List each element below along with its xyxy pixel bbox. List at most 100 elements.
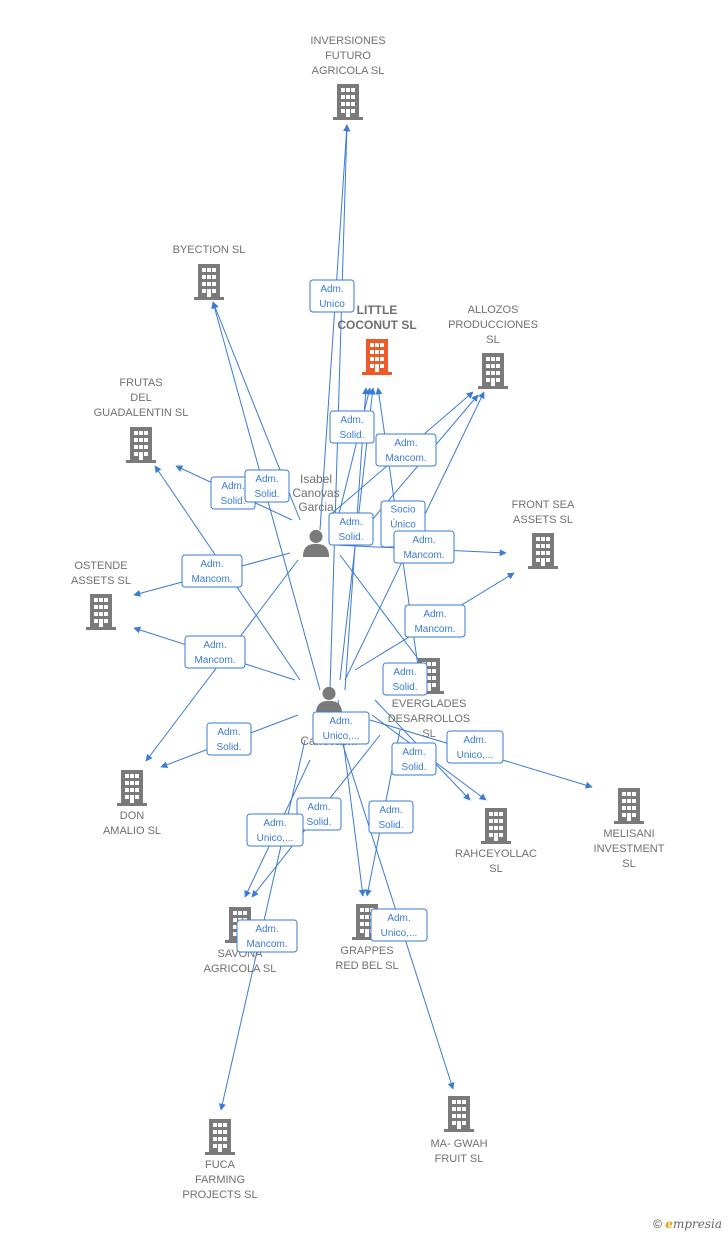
edge-label-l14[interactable]: Adm.Unico,...	[312, 711, 370, 745]
edge-label-l2[interactable]: Adm.Solid.	[329, 410, 375, 444]
edge-label-l15[interactable]: Adm.Solid.	[391, 742, 437, 776]
building-icon	[126, 427, 156, 463]
edge-label-text: Adm.Solid.	[392, 667, 417, 693]
building-icon	[117, 770, 147, 806]
edge-label-text: Adm.Mancom.	[191, 559, 232, 585]
edge-label-text: Adm.Mancom.	[403, 535, 444, 561]
edge-label-l1[interactable]: Adm.Unico	[309, 279, 355, 313]
edge-label-text: Adm.Solid.	[306, 802, 331, 828]
building-icon	[86, 594, 116, 630]
edge-label-text: Adm.Mancom.	[385, 438, 426, 464]
edge-label-box	[312, 711, 370, 745]
edge-label-l3[interactable]: Adm.Mancom.	[375, 433, 437, 467]
building-icon	[444, 1096, 474, 1132]
edge-arrow	[319, 124, 351, 531]
edge-label-box	[368, 800, 414, 834]
building-icon	[362, 339, 392, 375]
edge-label-text: Adm.Solid.	[338, 517, 363, 543]
edge-label-l17[interactable]: Adm.Solid.	[296, 797, 342, 831]
edge-label-box	[236, 919, 298, 953]
edge-label-box	[375, 433, 437, 467]
edge-label-text: Adm.Solid.	[220, 481, 245, 507]
edge-label-text: Adm.Unico	[319, 284, 345, 310]
building-icon	[481, 808, 511, 844]
edge-label-l9[interactable]: Adm.Mancom.	[181, 554, 243, 588]
edge-label-text: Adm.Mancom.	[246, 924, 287, 950]
building-icon	[528, 533, 558, 569]
building-icon	[333, 84, 363, 120]
edge-label-l18[interactable]: Adm.Unico,...	[246, 813, 304, 847]
edge-label-l19[interactable]: Adm.Solid.	[368, 800, 414, 834]
person-icon	[302, 529, 330, 557]
edge-label-box	[309, 279, 355, 313]
edge-label-l12[interactable]: Adm.Solid.	[382, 662, 428, 696]
edge-label-box	[393, 530, 455, 564]
footer-brand[interactable]: © empresia	[653, 1217, 722, 1231]
copyright-symbol: ©	[653, 1217, 662, 1231]
edge-arrow	[339, 554, 426, 669]
company-label: BYECTION SL	[173, 244, 246, 256]
edge-label-l13[interactable]: Adm.Solid.	[206, 722, 252, 756]
edge-label-text: Adm.Solid.	[339, 415, 364, 441]
edge-label-l7[interactable]: Adm.Solid.	[328, 512, 374, 546]
edge-label-text: Adm.Mancom.	[414, 609, 455, 635]
company-node-byection[interactable]: BYECTION SL	[173, 244, 246, 300]
edge-label-box	[328, 512, 374, 546]
building-icon	[614, 788, 644, 824]
edge-label-l10[interactable]: Adm.Mancom.	[404, 604, 466, 638]
edge-label-box	[181, 554, 243, 588]
edge-label-l11[interactable]: Adm.Mancom.	[184, 635, 246, 669]
edge-label-box	[391, 742, 437, 776]
edge-label-text: Adm.Solid.	[216, 727, 241, 753]
edge-label-l8[interactable]: Adm.Mancom.	[393, 530, 455, 564]
edge-label-l5[interactable]: Adm.Solid.	[244, 469, 290, 503]
edge-label-box	[206, 722, 252, 756]
building-icon	[194, 264, 224, 300]
edge-label-text: Adm.Unico,...	[323, 716, 360, 742]
edge-label-box	[246, 813, 304, 847]
building-icon	[205, 1119, 235, 1155]
edge-arrow	[334, 719, 455, 1090]
building-icon	[478, 353, 508, 389]
edge-label-box	[244, 469, 290, 503]
edge-label-box	[382, 662, 428, 696]
edge-label-l20[interactable]: Adm.Mancom.	[236, 919, 298, 953]
edge-label-box	[329, 410, 375, 444]
edge-label-text: Adm.Solid.	[378, 805, 403, 831]
edge-label-box	[404, 604, 466, 638]
edge-label-l16[interactable]: Adm.Unico,...	[446, 730, 504, 764]
edge-label-text: Adm.Unico,...	[381, 913, 418, 939]
edge-arrow	[329, 124, 351, 691]
brand-logo: empresia	[665, 1217, 722, 1231]
edge-label-l21[interactable]: Adm.Unico,...	[370, 908, 428, 942]
edge-label-box	[184, 635, 246, 669]
edge-label-box	[370, 908, 428, 942]
